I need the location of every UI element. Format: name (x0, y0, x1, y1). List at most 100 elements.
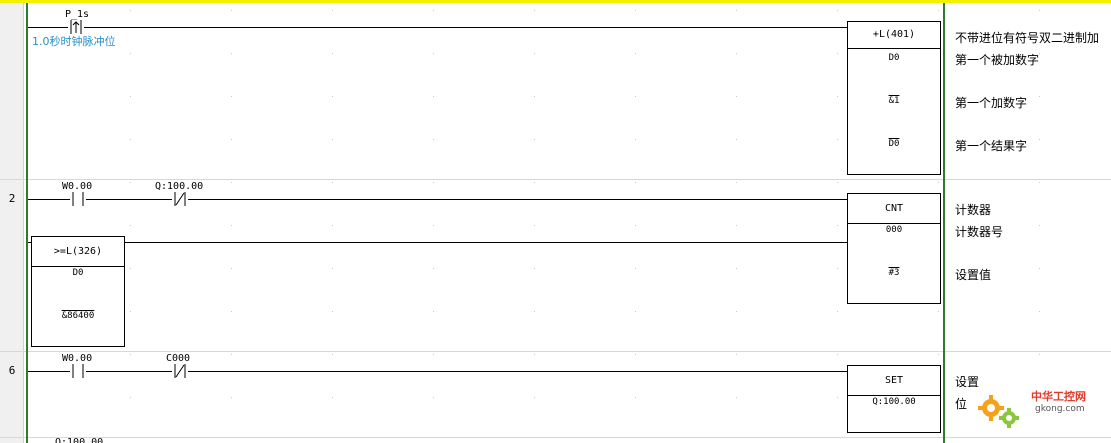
grid-dot (130, 354, 131, 355)
contact-operand-label: W0.00 (62, 181, 93, 192)
no-contact[interactable] (70, 192, 86, 206)
grid-dot (736, 96, 737, 97)
right-power-rail (943, 3, 945, 443)
grid-dot (332, 96, 333, 97)
grid-dot (433, 139, 434, 140)
rung-number[interactable]: 6 (8, 364, 16, 377)
grid-dot (837, 225, 838, 226)
grid-dot (837, 139, 838, 140)
grid-dot (635, 268, 636, 269)
grid-dot (130, 397, 131, 398)
grid-dot (837, 311, 838, 312)
grid-dot (736, 139, 737, 140)
no-contact-icon (72, 192, 84, 206)
grid-dot (635, 397, 636, 398)
grid-dot (534, 53, 535, 54)
grid-dot (433, 10, 434, 11)
grid-dot (635, 10, 636, 11)
grid-dot (837, 10, 838, 11)
no-contact-icon (72, 364, 84, 378)
grid-dot (635, 182, 636, 183)
grid-dot (231, 96, 232, 97)
grid-dot (130, 53, 131, 54)
watermark-brand: 中华工控网 (1031, 390, 1086, 403)
instruction-operand[interactable]: #3 (888, 268, 900, 278)
grid-dot (938, 354, 939, 355)
grid-dot (837, 268, 838, 269)
operand-comment: 第一个结果字 (955, 139, 1028, 153)
grid-dot (635, 225, 636, 226)
rung-separator (0, 437, 1111, 438)
top-highlight-bar (0, 0, 1111, 3)
grid-dot (635, 139, 636, 140)
nc-contact[interactable] (172, 192, 188, 206)
nc-contact-icon (174, 192, 186, 206)
grid-dot (433, 53, 434, 54)
counter-instruction-block[interactable]: CNT 000 #3 (847, 193, 941, 304)
grid-dot (736, 397, 737, 398)
wire (28, 242, 32, 243)
wire (84, 27, 848, 28)
grid-dot (736, 225, 737, 226)
add-instruction-block[interactable]: +L(401) D0 &1 D0 (847, 21, 941, 175)
grid-dot (635, 311, 636, 312)
grid-dot (332, 225, 333, 226)
grid-dot (1039, 182, 1040, 183)
wire (188, 371, 848, 372)
instruction-operand[interactable]: Q:100.00 (872, 397, 916, 407)
instruction-name: SET (848, 366, 940, 396)
grid-dot (837, 96, 838, 97)
set-instruction-block[interactable]: SET Q:100.00 (847, 365, 941, 433)
instruction-comment: 计数器 (955, 203, 992, 217)
grid-dot (433, 397, 434, 398)
grid-dot (635, 354, 636, 355)
grid-dot (534, 268, 535, 269)
grid-dot (837, 397, 838, 398)
grid-dot (231, 10, 232, 11)
rung-separator (0, 179, 1111, 180)
operand-comment: 第一个加数字 (955, 96, 1028, 110)
grid-dot (1039, 53, 1040, 54)
rung-number-gutter (0, 3, 24, 443)
nc-contact-icon (174, 364, 186, 378)
watermark-url: gkong.com (1035, 404, 1085, 414)
contact-comment: 1.0秒时钟脉冲位 (32, 35, 116, 48)
grid-dot (231, 139, 232, 140)
grid-dot (1039, 311, 1040, 312)
grid-dot (837, 354, 838, 355)
rising-edge-contact[interactable] (68, 20, 84, 34)
contact-operand-label: Q:100.00 (55, 437, 104, 443)
grid-dot (332, 53, 333, 54)
nc-contact[interactable] (172, 364, 188, 378)
grid-dot (534, 397, 535, 398)
operand-comment: 计数器号 (955, 225, 1004, 239)
no-contact[interactable] (70, 364, 86, 378)
instruction-operand[interactable]: 000 (885, 225, 903, 235)
wire (28, 199, 70, 200)
grid-dot (130, 225, 131, 226)
contact-operand-label: C000 (166, 353, 191, 364)
compare-operand[interactable]: D0 (72, 268, 84, 278)
rung-number[interactable]: 2 (8, 192, 16, 205)
grid-dot (130, 182, 131, 183)
left-power-rail (26, 3, 28, 443)
instruction-operand[interactable]: D0 (888, 53, 900, 63)
instruction-operand[interactable]: D0 (888, 139, 900, 149)
grid-dot (837, 53, 838, 54)
contact-operand-label: W0.00 (62, 353, 93, 364)
grid-dot (433, 268, 434, 269)
grid-dot (231, 53, 232, 54)
grid-dot (130, 96, 131, 97)
grid-dot (1039, 96, 1040, 97)
grid-dot (635, 96, 636, 97)
grid-dot (534, 182, 535, 183)
grid-dot (130, 268, 131, 269)
contact-operand-label: Q:100.00 (155, 181, 204, 192)
grid-dot (231, 268, 232, 269)
instruction-operand[interactable]: &1 (888, 96, 900, 106)
compare-instruction-block[interactable]: >=L(326) D0 &86400 (31, 236, 125, 347)
grid-dot (1039, 354, 1040, 355)
grid-dot (433, 225, 434, 226)
grid-dot (534, 139, 535, 140)
compare-operand[interactable]: &86400 (61, 311, 95, 321)
